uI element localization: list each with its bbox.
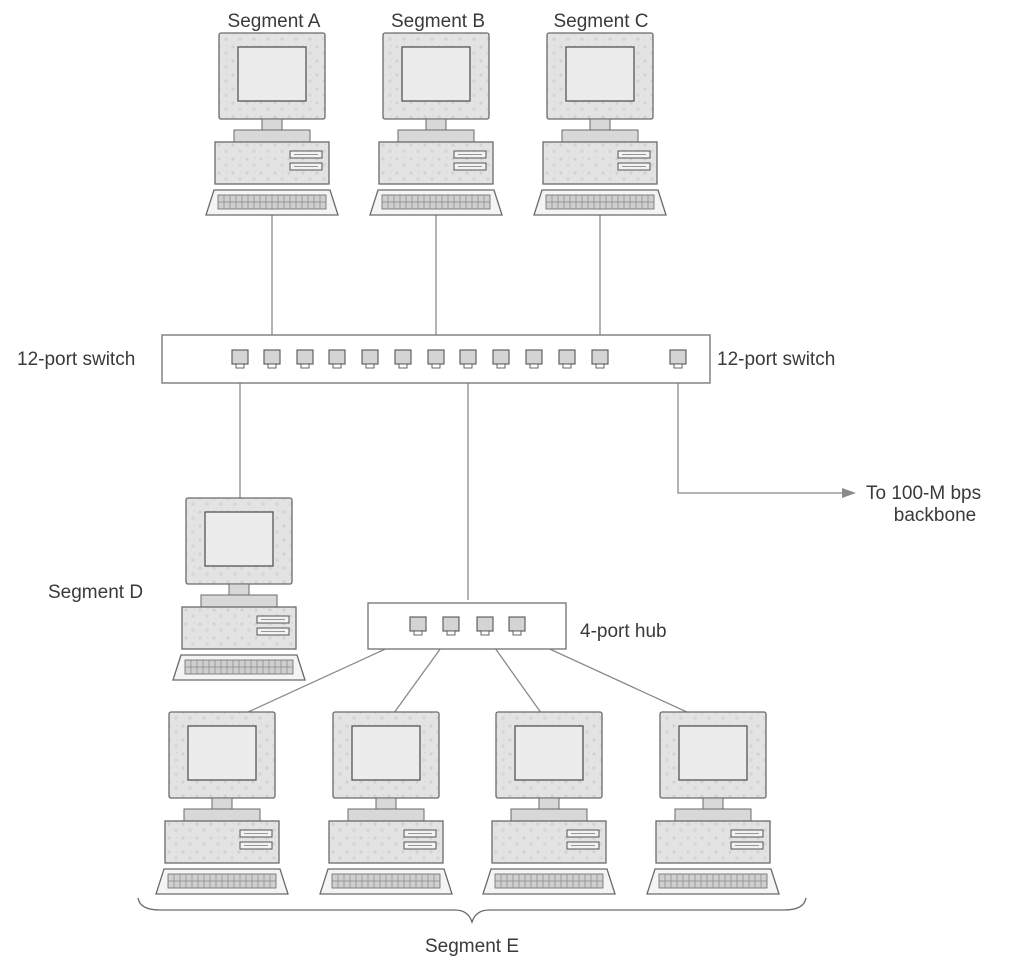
- computer-segment-a: [205, 32, 339, 216]
- switch-12-port: [161, 334, 711, 384]
- backbone-arrowhead: [842, 488, 856, 498]
- label-segment-e: Segment E: [425, 936, 519, 957]
- wire-backbone: [677, 368, 842, 494]
- label-switch-left: 12-port switch: [17, 349, 135, 370]
- label-switch-right: 12-port switch: [717, 349, 835, 370]
- label-segment-b: Segment B: [391, 11, 485, 32]
- computer-segment-e-2: [319, 711, 453, 895]
- computer-segment-e-3: [482, 711, 616, 895]
- label-backbone-line1: To 100-M bps: [866, 483, 981, 504]
- computer-segment-e-1: [155, 711, 289, 895]
- label-segment-c: Segment C: [553, 11, 648, 32]
- computer-segment-c: [533, 32, 667, 216]
- label-segment-d: Segment D: [48, 582, 143, 603]
- segment-e-brace: [137, 897, 807, 925]
- label-hub: 4-port hub: [580, 621, 667, 642]
- computer-segment-e-4: [646, 711, 780, 895]
- hub-body: [367, 602, 567, 650]
- hub-4-port: [367, 602, 567, 650]
- label-backbone-line2: backbone: [894, 505, 976, 526]
- computer-segment-d: [172, 497, 306, 681]
- computer-segment-b: [369, 32, 503, 216]
- label-segment-a: Segment A: [228, 11, 321, 32]
